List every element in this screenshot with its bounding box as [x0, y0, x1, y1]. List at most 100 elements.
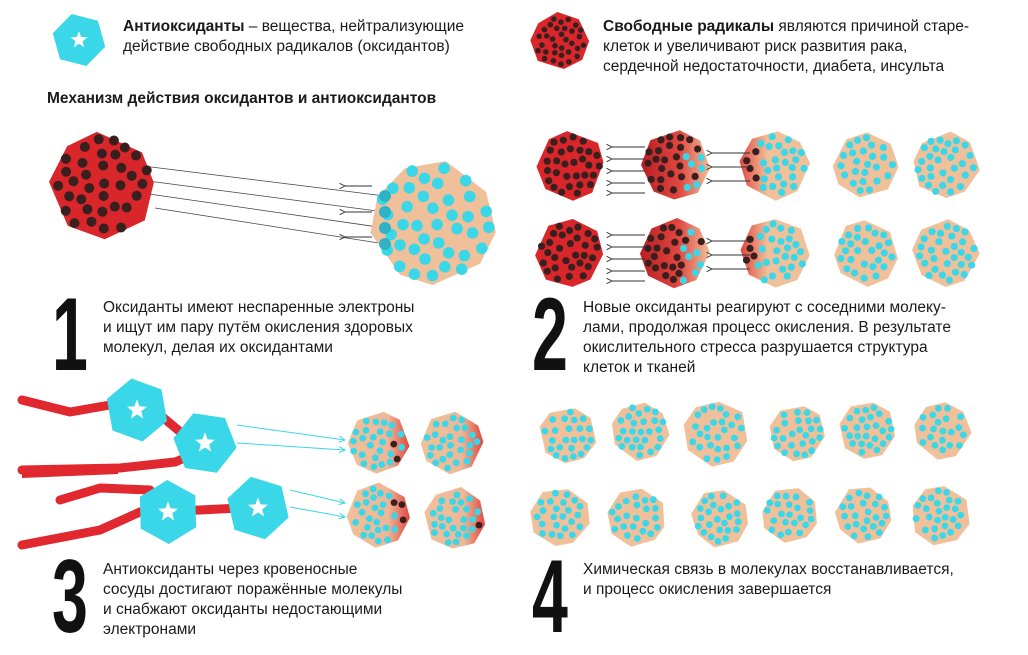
molecule-dot	[449, 524, 457, 532]
star-icon	[158, 501, 178, 521]
molecule-dot	[461, 424, 469, 432]
molecule-dot	[846, 141, 854, 149]
molecule-dot	[460, 524, 467, 532]
molecule-dot	[659, 224, 668, 232]
molecule-dot	[774, 500, 782, 508]
molecule-dot	[447, 442, 454, 449]
molecule-dot	[803, 409, 811, 416]
molecule-dot	[442, 247, 455, 259]
molecule-dot	[574, 45, 581, 52]
molecule-dot	[593, 151, 601, 159]
molecule-dot	[589, 171, 598, 179]
molecule-dot	[934, 516, 941, 524]
radical-definition: Свободные радикалы являются причиной ста…	[603, 17, 969, 77]
molecule-dot	[752, 148, 760, 156]
molecule-dot	[885, 433, 893, 441]
molecule-dot	[654, 443, 662, 451]
molecule-dot	[766, 499, 774, 507]
blood-vessel	[22, 466, 118, 478]
molecule-dot	[773, 426, 780, 434]
molecule-dot	[459, 174, 472, 187]
molecule-dot	[884, 172, 892, 180]
molecule-dot	[863, 492, 871, 500]
molecule-dot	[935, 405, 942, 412]
molecule-dot	[637, 443, 644, 451]
molecule-dot	[930, 425, 937, 433]
molecule-dot	[854, 224, 862, 232]
molecule-dot	[875, 410, 883, 418]
molecule-dot	[868, 246, 876, 254]
molecule-dot	[860, 525, 867, 533]
molecule-dot	[625, 413, 633, 420]
molecule-dot	[914, 502, 922, 509]
molecule-dot	[754, 261, 762, 269]
molecule-dot	[934, 418, 942, 426]
restored-molecule	[691, 490, 749, 548]
molecule-dot	[871, 435, 879, 443]
molecule-dot	[661, 156, 669, 164]
molecule-dot	[533, 513, 541, 521]
molecule-dot	[734, 413, 742, 421]
step-4-number: 4	[532, 539, 568, 655]
molecule-dot	[694, 411, 702, 419]
molecule-dot	[439, 436, 447, 444]
molecule-dot	[658, 164, 666, 173]
molecule-dot	[438, 497, 446, 505]
molecule-dot	[561, 160, 569, 168]
molecule-dot	[960, 270, 968, 279]
molecule-dot	[380, 419, 388, 427]
molecule-dot	[558, 231, 566, 239]
molecule-dot	[615, 503, 622, 510]
molecule-dot	[647, 530, 654, 538]
molecule-dot	[788, 164, 796, 172]
molecule-dot	[687, 160, 696, 168]
molecule-dot	[559, 513, 567, 520]
molecule-dot	[547, 445, 555, 453]
molecule-dot	[806, 499, 813, 506]
molecule-dot	[653, 244, 661, 252]
molecule-dot	[957, 511, 965, 519]
molecule-dot	[717, 505, 725, 513]
healthy-molecule	[370, 161, 496, 285]
molecule-dot	[446, 209, 458, 221]
molecule-dot	[458, 249, 471, 262]
molecule-dot	[442, 194, 455, 206]
molecule-dot	[847, 240, 855, 248]
healthy-molecule	[913, 131, 980, 198]
molecule-dot	[589, 254, 597, 262]
step-2-line-4: клеток и тканей	[583, 359, 696, 376]
molecule-dot	[844, 231, 853, 239]
antioxidant-arrow	[289, 489, 345, 503]
molecule-dot	[570, 453, 577, 460]
molecule-dot	[927, 494, 935, 502]
molecule-dot	[961, 171, 969, 179]
molecule-dot	[544, 249, 552, 257]
molecule-dot	[689, 438, 697, 446]
molecule-dot	[947, 528, 954, 536]
molecule-dot	[460, 516, 468, 523]
molecule-dot	[957, 260, 965, 269]
molecule-dot	[427, 202, 439, 214]
molecule-dot	[397, 218, 409, 231]
molecule-dot	[362, 426, 370, 434]
molecule-dot	[628, 443, 636, 451]
molecule-dot	[551, 16, 557, 22]
molecule-dot	[568, 444, 575, 452]
molecule-dot	[126, 170, 137, 181]
molecule-dot	[782, 518, 789, 526]
healthy-molecule	[834, 220, 898, 287]
molecule-dot	[374, 526, 382, 534]
star-icon	[70, 31, 88, 48]
step-1-line-2: и ищут им пару путём окисления здоровых	[103, 319, 413, 336]
molecule-dot	[714, 445, 722, 453]
molecule-dot	[697, 164, 706, 172]
molecule-dot	[954, 497, 962, 505]
molecule-dot	[945, 276, 953, 284]
step-1-text: Оксиданты имеют неспаренные электроны и …	[103, 298, 414, 358]
molecule-dot	[646, 428, 653, 435]
molecule-dot	[360, 460, 368, 467]
molecule-dot	[360, 531, 368, 539]
molecule-dot	[880, 231, 888, 239]
molecule-dot	[350, 447, 358, 455]
